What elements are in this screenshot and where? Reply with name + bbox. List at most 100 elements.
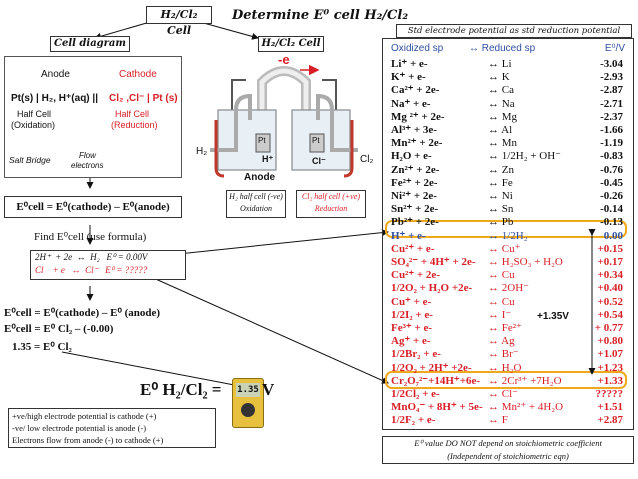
table-row: Fe³⁺ + e-↔ Fe²⁺+ 0.77 <box>383 321 633 335</box>
arrow-to-cell-right <box>199 21 259 40</box>
row-oxidized: Mn²⁺ + 2e- <box>391 137 443 150</box>
cathode-label: Cathode <box>119 69 157 80</box>
left-caption-2: Oxidation <box>240 204 272 213</box>
row-potential: -0.76 <box>600 163 623 176</box>
electrochemical-cell-drawing <box>210 64 358 178</box>
ecell-formula: E⁰cell = E⁰(cathode) – E⁰(anode) <box>16 201 170 213</box>
meter-display: 1.35 <box>236 383 260 397</box>
row-potential: -3.04 <box>600 58 623 70</box>
row-reduced: ↔ 2Cr³⁺ +7H₂O <box>488 374 562 387</box>
row-oxidized: Ca²⁺ + 2e- <box>391 84 440 97</box>
table-row: Ca²⁺ + 2e-↔ Ca-2.87 <box>383 83 633 97</box>
row-oxidized: H₂O + e- <box>391 150 432 163</box>
multimeter: 1.35 <box>232 378 264 428</box>
table-head-ox: Oxidized sp <box>391 43 444 54</box>
table-row: 1/2Cl₂ + e-↔ Cl⁻????? <box>383 387 633 401</box>
row-reduced: ↔ K <box>488 71 510 84</box>
row-reduced: ↔ Li <box>488 58 512 70</box>
row-reduced: ↔ 2OH⁻ <box>488 282 529 295</box>
right-notation: Cl₂ ,Cl⁻ | Pt (s) <box>109 93 178 104</box>
row-reduced: ↔ Mn <box>488 137 518 150</box>
row-potential: +2.87 <box>597 414 623 427</box>
row-potential: -0.26 <box>600 190 623 202</box>
note-3: Electrons flow from anode (-) to cathode… <box>12 435 164 445</box>
row-oxidized: 1/2I₂ + e- <box>391 308 433 321</box>
table-row: Sn²⁺ + 2e-↔ Sn-0.14 <box>383 202 633 216</box>
row-oxidized: Fe³⁺ + e- <box>391 322 433 334</box>
table-row: Na⁺ + e-↔ Na-2.71 <box>383 97 633 111</box>
title-text: H₂/Cl₂ Cell <box>160 8 198 37</box>
row-reduced: ↔ Cl⁻ <box>488 388 518 400</box>
half-eq-cl: Cl + e ↔ Cl⁻ E⁰ = ????? <box>35 265 148 275</box>
left-caption-1: H₂ half cell (-ve) <box>229 192 283 201</box>
table-head-arrow: ↔ Reduced sp <box>469 43 536 54</box>
table-row: 1/2I₂ + e-↔ I⁻+0.54 <box>383 308 633 322</box>
row-reduced: ↔ Ca <box>488 84 514 97</box>
row-potential: +0.54 <box>597 308 623 321</box>
cell-right-label: H₂/Cl₂ Cell <box>261 38 321 49</box>
row-potential: 0.00 <box>603 229 623 242</box>
table-row: 1/2O₂ + 2H⁺ +2e-↔ H₂O+1.23 <box>383 361 633 375</box>
row-oxidized: H⁺ + e- <box>391 229 426 242</box>
table-row: Al³⁺ + 3e-↔ Al-1.66 <box>383 123 633 137</box>
left-half-label: Half Cell <box>17 109 52 119</box>
row-potential: -1.19 <box>600 137 623 150</box>
half-eq-box: 2H⁺ + 2e ↔ H₂ E⁰ = 0.00V Cl + e ↔ Cl⁻ E⁰… <box>30 250 186 280</box>
table-row: Mg ²⁺ + 2e-↔ Mg-2.37 <box>383 110 633 124</box>
table-head-e: E⁰/V <box>604 43 625 54</box>
row-potential: +1.23 <box>597 361 623 374</box>
row-potential: +1.33 <box>597 374 623 387</box>
calc-line-3: 1.35 = E⁰ Cl₂ <box>12 341 72 353</box>
row-potential: ????? <box>595 388 624 400</box>
big-result: E⁰ H₂/Cl₂ = <box>140 380 222 399</box>
row-oxidized: Pb²⁺ + 2e- <box>391 216 439 229</box>
table-row: Fe²⁺ + 2e-↔ Fe-0.45 <box>383 176 633 190</box>
cell-diagram-label: Cell diagram <box>54 38 126 49</box>
right-caption-1: Cl₂ half cell (+ve) <box>301 192 361 201</box>
row-oxidized: Ag⁺ + e- <box>391 335 431 348</box>
determine-heading: Determine E⁰ cell H₂/Cl₂ <box>232 8 409 23</box>
table-row: Ag⁺ + e-↔ Ag+0.80 <box>383 334 633 348</box>
meter-dial <box>241 403 255 417</box>
table-row: Cr₂O₇²⁻+14H⁺+6e- ↔ 2Cr³⁺ +7H₂O +1.33 <box>383 374 633 388</box>
row-oxidized: Ni²⁺ + 2e- <box>391 190 437 202</box>
left-notation: Pt(s) | H₂, H⁺(aq) || <box>11 93 99 104</box>
row-oxidized: Al³⁺ + 3e- <box>391 124 437 136</box>
row-oxidized: 1/2F₂ + e- <box>391 414 436 427</box>
row-reduced: ↔ Na <box>488 97 515 110</box>
cl-minus-label: Cl⁻ <box>312 156 326 166</box>
row-potential: -0.45 <box>600 176 623 189</box>
row-potential: +1.07 <box>597 348 623 361</box>
row-oxidized: Cu²⁺ + 2e- <box>391 269 440 282</box>
table-row: 1/2F₂ + e-↔ F+2.87 <box>383 413 633 427</box>
table-row: Li⁺ + e-↔ Li-3.04 <box>383 57 633 71</box>
table-row: K⁺ + e-↔ K-2.93 <box>383 70 633 84</box>
ecell-formula-box: E⁰cell = E⁰(cathode) – E⁰(anode) <box>4 196 182 218</box>
pt-right-label: Pt <box>312 136 320 145</box>
calc-line-2: E⁰cell = E⁰ Cl₂ – (-0.00) <box>4 323 114 335</box>
row-reduced: ↔ H₂O <box>488 361 522 374</box>
gap-label: +1.35V <box>537 311 569 322</box>
row-potential: +0.15 <box>597 242 623 255</box>
half-eq-h: 2H⁺ + 2e ↔ H₂ E⁰ = 0.00V <box>35 252 148 262</box>
row-reduced: ↔ H₂SO₃ + H₂O <box>488 256 563 268</box>
title-box: H₂/Cl₂ Cell <box>146 6 212 37</box>
row-oxidized: Zn²⁺ + 2e- <box>391 163 440 176</box>
table-row: Zn²⁺ + 2e-↔ Zn-0.76 <box>383 163 633 177</box>
cell-diagram-box: Cell diagram <box>50 36 130 52</box>
calc-line-1: E⁰cell = E⁰(cathode) – E⁰ (anode) <box>4 307 161 319</box>
row-oxidized: Cr₂O₇²⁻+14H⁺+6e- <box>391 374 481 387</box>
cl2-label: Cl₂ <box>360 154 374 165</box>
row-reduced: ↔ Fe²⁺ <box>488 322 522 334</box>
row-oxidized: K⁺ + e- <box>391 71 426 84</box>
arrow-to-cell-diagram <box>94 21 151 40</box>
row-reduced: ↔ Ag <box>488 335 515 348</box>
row-potential: -2.71 <box>600 97 623 110</box>
row-reduced: ↔ Cu <box>488 295 515 308</box>
find-ecell: Find E⁰cell (use formula) <box>34 231 147 243</box>
row-reduced: ↔ Al <box>488 124 513 136</box>
row-potential: -0.83 <box>600 150 623 163</box>
left-half-label2: (Oxidation) <box>11 120 56 130</box>
